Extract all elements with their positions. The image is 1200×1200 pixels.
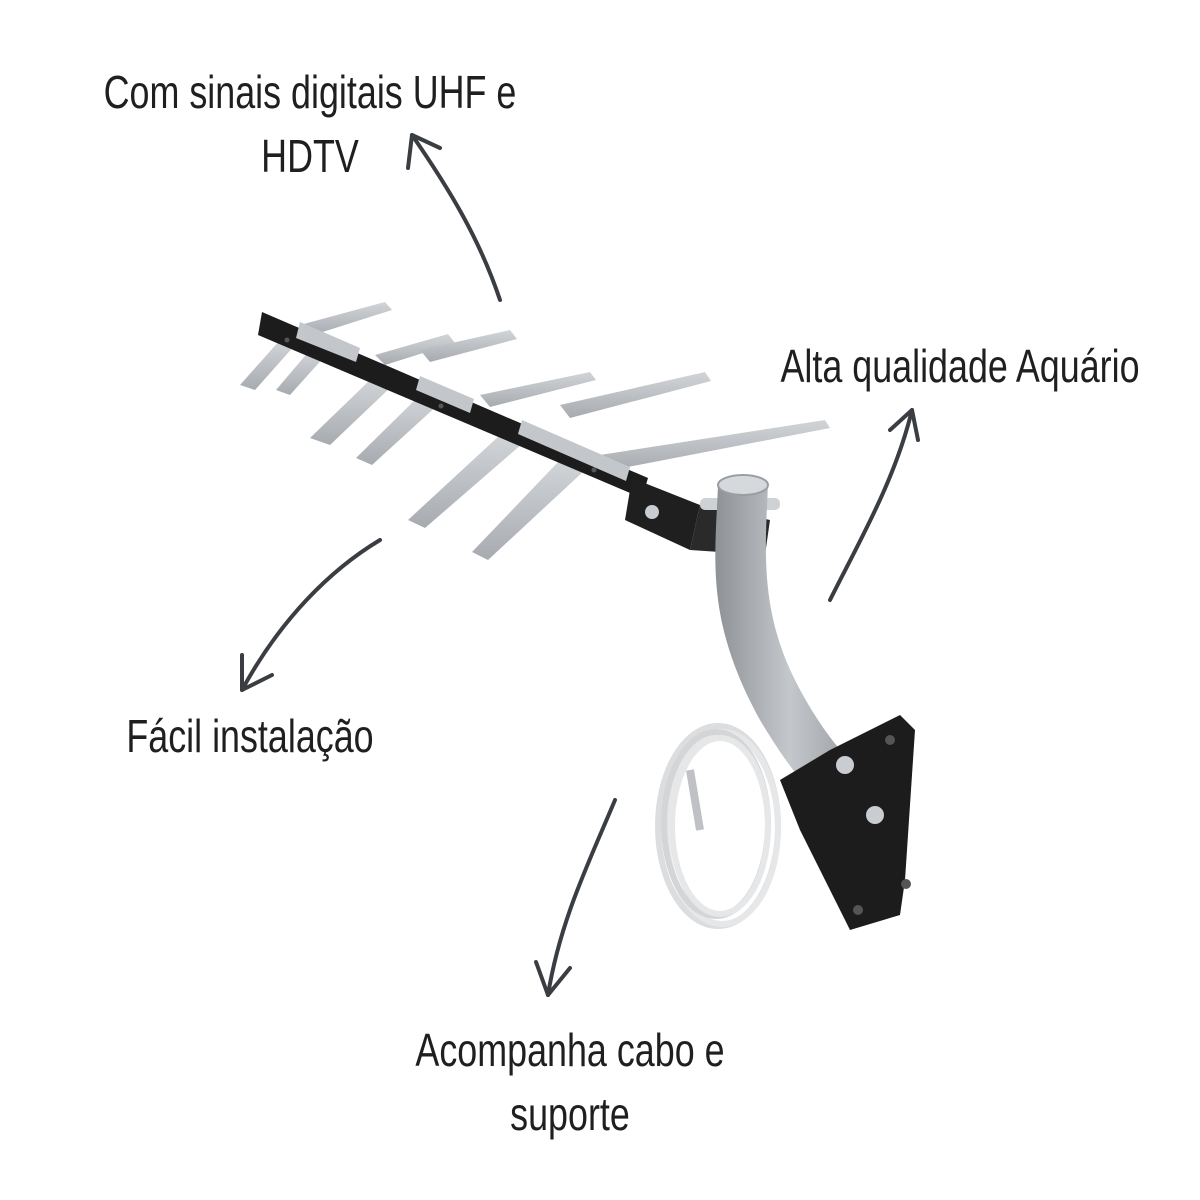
caption-alta-line: Alta qualidade Aquário (780, 340, 1140, 392)
caption-uhf-line2: HDTV (261, 130, 359, 182)
element-1-upper (300, 302, 392, 336)
caption-uhf-line1: Com sinais digitais UHF e (103, 66, 517, 118)
element-3-upper (420, 330, 517, 362)
wall-bracket (780, 715, 915, 930)
coaxial-cable (655, 723, 781, 929)
antenna-elements (240, 302, 830, 560)
curved-arrow-icon (240, 133, 920, 997)
element-3-lower (310, 378, 392, 445)
element-2-upper (375, 334, 455, 365)
element-5-lower (408, 435, 522, 528)
caption-alta-qualidade: Alta qualidade Aquário (757, 334, 1163, 398)
caption-acompanha-line2: suporte (510, 1088, 630, 1140)
caption-acompanha-line1: Acompanha cabo e (415, 1024, 725, 1076)
element-4-upper (480, 372, 596, 407)
antenna-mast (715, 474, 880, 820)
element-5-upper (560, 372, 711, 418)
element-1-lower (240, 340, 295, 390)
caption-facil-instalacao: Fácil instalação (102, 704, 398, 768)
caption-acompanha-cabo: Acompanha cabo e suporte (352, 1018, 789, 1146)
caption-facil-line: Fácil instalação (126, 710, 374, 762)
element-4-lower (356, 395, 440, 465)
element-6-upper (600, 420, 830, 470)
element-2-lower (276, 350, 325, 395)
element-6-lower (472, 460, 585, 560)
caption-uhf-hdtv: Com sinais digitais UHF e HDTV (92, 60, 529, 188)
antenna-boom (258, 312, 648, 498)
